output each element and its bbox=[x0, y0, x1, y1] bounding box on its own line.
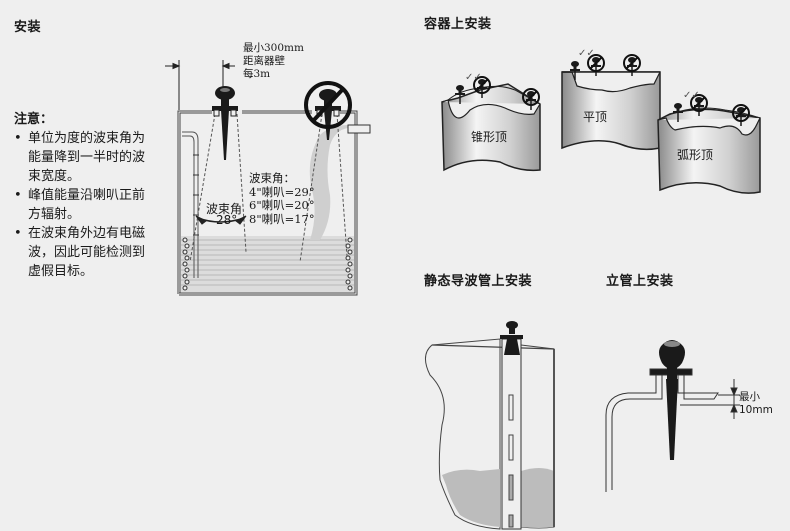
standpipe-vessel bbox=[605, 368, 719, 492]
beam-table-title: 波束角： bbox=[249, 171, 295, 185]
prohibited-icon bbox=[304, 81, 352, 129]
note-item: 在波束角外边有电磁波，因此可能检测到虚假目标。 bbox=[14, 224, 153, 281]
internal-pipe bbox=[182, 131, 199, 278]
beam-cone-good bbox=[189, 113, 247, 263]
vessel-dome-top: ✓✓ bbox=[657, 90, 761, 194]
wall-distance-line: 每3m bbox=[243, 68, 271, 80]
vessel-label-cone: 锥形顶 bbox=[471, 130, 508, 144]
wall-distance-line: 距离器壁 bbox=[243, 55, 285, 67]
min-distance-dimension bbox=[680, 379, 740, 419]
beam-table-row: 4"喇叭=29° bbox=[249, 184, 315, 199]
wall-distance-label: 最小300mm 距离器壁 每3m bbox=[243, 42, 304, 81]
beam-angle-arc bbox=[195, 215, 247, 225]
install-heading: 安装 bbox=[14, 20, 42, 35]
stillpipe bbox=[501, 338, 522, 530]
vessel-cone-top: ✓✓ bbox=[441, 72, 541, 172]
vessel-label-flat: 平顶 bbox=[583, 110, 608, 124]
stillpipe-tank bbox=[425, 338, 555, 530]
note-item: 峰值能量沿喇叭正前方辐射。 bbox=[14, 186, 153, 224]
standpipe-min-distance-label: 最小10mm bbox=[739, 391, 773, 416]
beam-cone-bad bbox=[299, 113, 348, 263]
radar-sensor-prohibited bbox=[304, 81, 352, 140]
check-mark-icon: ✓✓ bbox=[578, 48, 595, 59]
stillpipe-diagram bbox=[425, 321, 555, 530]
main-tank-diagram bbox=[165, 60, 371, 296]
wall-distance-line: 最小300mm bbox=[243, 42, 304, 54]
stillpipe-install-heading: 静态导波管上安装 bbox=[424, 274, 533, 289]
vessel-flat-top: ✓✓ bbox=[561, 48, 661, 151]
notes-title: 注意： bbox=[14, 112, 54, 127]
vessel-install-heading: 容器上安装 bbox=[424, 17, 492, 32]
beam-angle-label: 波束角 bbox=[206, 202, 243, 216]
standpipe-sensor bbox=[659, 340, 685, 460]
inflow-stream bbox=[309, 124, 371, 240]
note-item: 单位为度的波束角为能量降到一半时的波束宽度。 bbox=[14, 129, 153, 186]
vessel-label-dome: 弧形顶 bbox=[677, 148, 714, 162]
check-mark-icon: ✓✓ bbox=[683, 90, 700, 101]
beam-table-row: 6"喇叭=20° bbox=[249, 198, 315, 212]
liquid-surface bbox=[181, 236, 354, 292]
notes-list: 单位为度的波束角为能量降到一半时的波束宽度。 峰值能量沿喇叭正前方辐射。 在波束… bbox=[14, 129, 153, 281]
standpipe-diagram bbox=[605, 340, 740, 492]
check-mark-icon: ✓✓ bbox=[465, 72, 482, 83]
beam-angle-value: 28° bbox=[216, 213, 238, 227]
beam-angle-table: 波束角： 4"喇叭=29° 6"喇叭=20° 8"喇叭=17° bbox=[249, 171, 315, 226]
vessels-diagram: ✓✓ ✓✓ ✓✓ bbox=[441, 48, 761, 194]
standpipe-install-heading: 立管上安装 bbox=[606, 274, 674, 289]
radar-sensor-correct bbox=[212, 86, 238, 160]
notes-panel: 注意： 单位为度的波束角为能量降到一半时的波束宽度。 峰值能量沿喇叭正前方辐射。… bbox=[14, 108, 153, 281]
beam-table-row: 8"喇叭=17° bbox=[249, 211, 315, 226]
stillpipe-sensor bbox=[500, 321, 523, 355]
